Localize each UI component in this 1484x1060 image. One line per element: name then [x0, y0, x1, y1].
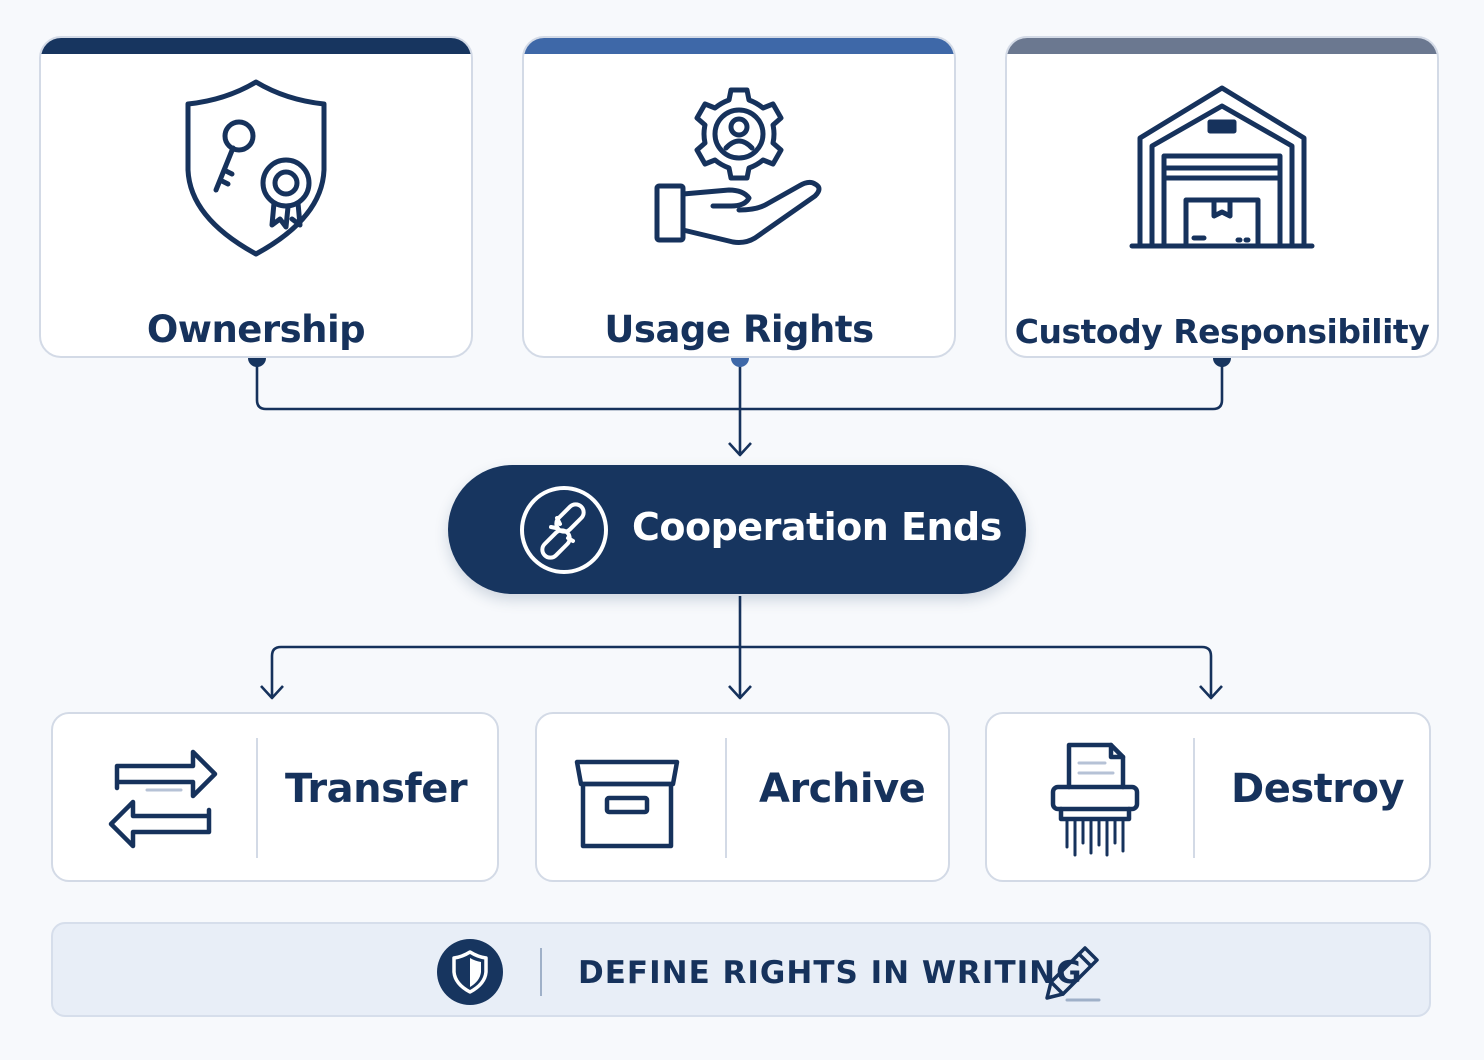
- shield-icon: [437, 939, 503, 1005]
- ownership-card-accent: [41, 38, 471, 54]
- broken-link-icon: [520, 486, 608, 574]
- define-rights-text: DEFINE RIGHTS IN WRITING: [578, 955, 1083, 991]
- ownership-card[interactable]: Ownership: [39, 36, 473, 358]
- ownership-label: Ownership: [146, 308, 366, 351]
- destroy-divider: [1193, 738, 1195, 858]
- pencil-icon: [1045, 946, 1101, 1002]
- cooperation-ends-label: Cooperation Ends: [632, 505, 1002, 549]
- transfer-arrows-icon: [93, 739, 233, 859]
- archive-card[interactable]: Archive: [535, 712, 950, 882]
- custody-responsibility-label: Custody Responsibility: [1014, 312, 1430, 351]
- custody-card-accent: [1007, 38, 1437, 54]
- usage-rights-label: Usage Rights: [604, 308, 874, 351]
- hand-gear-person-icon: [524, 78, 954, 258]
- footer-divider: [540, 948, 542, 996]
- archive-box-icon: [557, 739, 697, 859]
- usage-rights-card-accent: [524, 38, 954, 54]
- archive-label: Archive: [759, 766, 926, 812]
- shield-key-seal-icon: [41, 78, 471, 258]
- connector-branch: [270, 645, 1213, 698]
- define-rights-banner: DEFINE RIGHTS IN WRITING: [51, 922, 1431, 1017]
- archive-divider: [725, 738, 727, 858]
- destroy-card[interactable]: Destroy: [985, 712, 1431, 882]
- usage-rights-card[interactable]: Usage Rights: [522, 36, 956, 358]
- cooperation-ends-node[interactable]: Cooperation Ends: [448, 465, 1026, 594]
- destroy-label: Destroy: [1231, 766, 1405, 812]
- custody-responsibility-card[interactable]: Custody Responsibility: [1005, 36, 1439, 358]
- transfer-card[interactable]: Transfer: [51, 712, 499, 882]
- warehouse-icon: [1007, 78, 1437, 258]
- transfer-label: Transfer: [285, 766, 468, 812]
- transfer-divider: [256, 738, 258, 858]
- paper-shredder-icon: [1025, 739, 1165, 859]
